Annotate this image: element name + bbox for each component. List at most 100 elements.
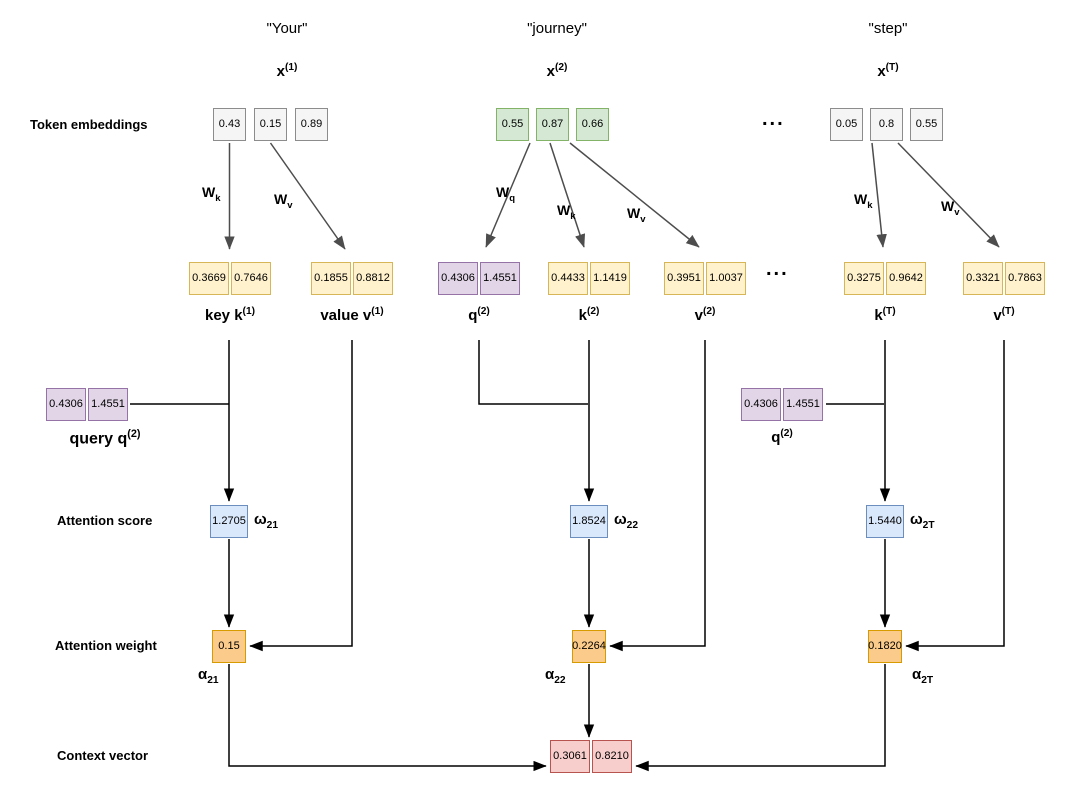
omega-2T-label: ω2T (910, 511, 935, 531)
attention-weight-box-21: 0.15 (212, 630, 246, 663)
attention-score-label: Attention score (57, 513, 153, 528)
omega-22-label: ω22 (614, 511, 638, 531)
alpha-22-label: α22 (545, 666, 566, 686)
omega-2T-sub: 2T (922, 520, 935, 531)
wk1-sub: k (215, 192, 221, 204)
key-kT-label: k(T) (874, 306, 895, 324)
x1-base: x (276, 63, 285, 80)
k1-base: key k (205, 307, 243, 324)
omega-22-sub: 22 (626, 520, 639, 531)
omega-22-base: ω (614, 511, 627, 528)
xT-base: x (877, 63, 886, 80)
k2-base: k (578, 307, 587, 324)
embedding-journey-cell-3: 0.66 (576, 108, 609, 141)
token-embeddings-label: Token embeddings (30, 117, 148, 132)
value-v1-label: value v(1) (320, 306, 383, 324)
embedding-journey-cell-2: 0.87 (536, 108, 569, 141)
context-vector-label: Context vector (57, 748, 149, 763)
arrow-vT-to-weight (905, 340, 1005, 652)
flow-arrows (130, 340, 1005, 772)
x1-sup: (1) (284, 62, 298, 73)
query-left-sup: (2) (127, 428, 141, 440)
query-q2-label: q(2) (468, 306, 490, 324)
key-kT-cell-2: 0.9642 (886, 262, 926, 295)
wvT-base: W (941, 198, 955, 214)
arrow-wk-step (871, 142, 887, 248)
embedding-your-cell-3: 0.89 (295, 108, 328, 141)
word-step: "step" (868, 20, 908, 37)
context-vector-cell-2: 0.8210 (592, 740, 632, 773)
wq2-base: W (496, 184, 510, 200)
wv-step-label: Wv (941, 198, 960, 218)
word-your: "Your" (266, 20, 308, 37)
ellipsis-mid: ... (766, 258, 789, 280)
omega-2T-base: ω (910, 511, 923, 528)
wk2-sub: k (570, 210, 576, 222)
embedding-journey-cell-1: 0.55 (496, 108, 529, 141)
embedding-your-cell-2: 0.15 (254, 108, 287, 141)
v1-sup: (1) (371, 306, 384, 317)
wv1-base: W (274, 191, 288, 207)
value-vT-cell-2: 0.7863 (1005, 262, 1045, 295)
attention-weight-box-22: 0.2264 (572, 630, 606, 663)
arrow-wv-step (897, 142, 1000, 248)
query-left-label: query q(2) (69, 428, 140, 448)
embedding-step-cell-3: 0.55 (910, 108, 943, 141)
attention-weight-label: Attention weight (55, 638, 157, 653)
kT-sup: (T) (882, 306, 896, 317)
wq-journey-label: Wq (496, 184, 515, 204)
alpha-2T-sub: 2T (921, 675, 934, 686)
wq2-sub: q (509, 192, 516, 204)
embedding-step-cell-1: 0.05 (830, 108, 863, 141)
kT-base: k (874, 307, 883, 324)
wv-journey-label: Wv (627, 205, 646, 225)
omega-21-base: ω (254, 511, 267, 528)
ellipsis-top: ... (762, 108, 785, 130)
k2-sup: (2) (586, 306, 600, 317)
alpha-2T-label: α2T (912, 666, 933, 686)
wv2-sub: v (640, 213, 646, 225)
line-q2-to-k2 (478, 340, 588, 405)
arrow-weight21-to-context (228, 664, 547, 772)
key-k2-cell-1: 0.4433 (548, 262, 588, 295)
arrow-wk-journey (549, 142, 586, 248)
context-vector-cell-1: 0.3061 (550, 740, 590, 773)
x2-base: x (546, 63, 555, 80)
value-v1-cell-2: 0.8812 (353, 262, 393, 295)
query-right-cell-2: 1.4551 (783, 388, 823, 421)
x2-label: x(2) (547, 62, 568, 80)
wk1-base: W (202, 184, 216, 200)
vT-sup: (T) (1001, 306, 1015, 317)
value-v2-label: v(2) (695, 306, 716, 324)
v2-base: v (694, 307, 703, 324)
value-vT-cell-1: 0.3321 (963, 262, 1003, 295)
attention-score-box-2T: 1.5440 (866, 505, 904, 538)
value-vT-label: v(T) (993, 306, 1014, 324)
key-k1-cell-2: 0.7646 (231, 262, 271, 295)
query-left-cell-1: 0.4306 (46, 388, 86, 421)
wk-your-label: Wk (202, 184, 221, 204)
arrow-wv-your (269, 142, 346, 250)
wk2-base: W (557, 202, 571, 218)
key-k2-label: k(2) (579, 306, 600, 324)
arrow-wq-journey (485, 142, 531, 248)
arrow-weight2T-to-context (635, 664, 886, 772)
word-journey: "journey" (527, 20, 587, 37)
x2-sup: (2) (554, 62, 568, 73)
value-v2-cell-1: 0.3951 (664, 262, 704, 295)
xT-sup: (T) (885, 62, 899, 73)
embedding-step-cell-2: 0.8 (870, 108, 903, 141)
query-q2-cell-1: 0.4306 (438, 262, 478, 295)
query-left-base: query q (69, 430, 128, 448)
query-left-cell-2: 1.4551 (88, 388, 128, 421)
embedding-your-cell-1: 0.43 (213, 108, 246, 141)
omega-21-sub: 21 (266, 520, 279, 531)
key-k2-cell-2: 1.1419 (590, 262, 630, 295)
q2-sup: (2) (477, 306, 490, 317)
wkT-base: W (854, 191, 868, 207)
omega-21-label: ω21 (254, 511, 278, 531)
x1-label: x(1) (277, 62, 298, 80)
alpha-21-label: α21 (198, 666, 219, 686)
